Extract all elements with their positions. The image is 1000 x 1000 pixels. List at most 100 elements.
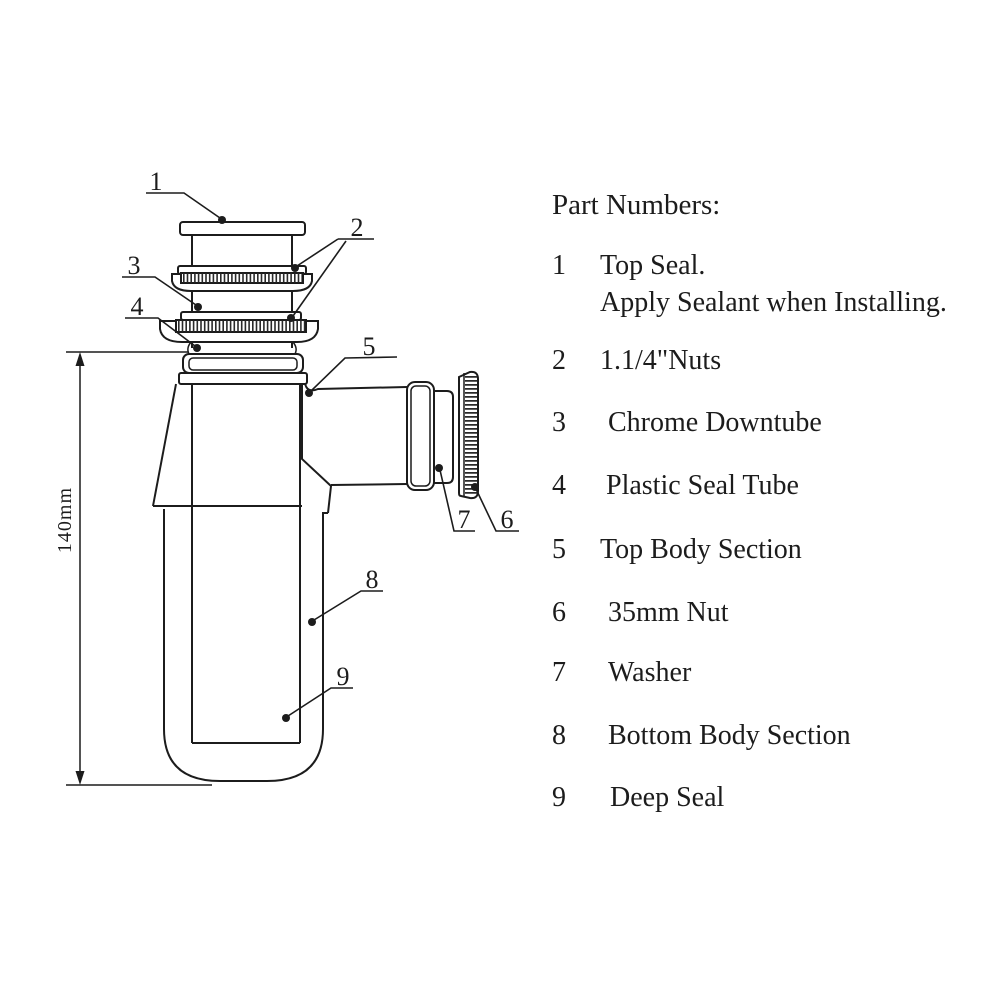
callout-2-leader-lower [292,240,347,317]
part-number: 1 [552,250,566,281]
part-label: Top Seal. Apply Sealant when Installing. [600,247,947,321]
callout-5-leader [310,356,398,392]
part-label: Chrome Downtube [608,404,822,441]
callout-3-dot [194,303,202,311]
callout-7-dot [435,464,443,472]
dimension-arrow-up-icon [75,352,85,366]
top-body-right-edge [301,384,333,514]
part-number: 8 [552,720,566,751]
callout-1-leader [146,192,221,219]
callout-7: 7 [435,464,475,534]
part-number: 2 [552,345,566,376]
part-label: Bottom Body Section [608,717,851,754]
part-label: Deep Seal [610,779,724,816]
part-number: 6 [552,597,566,628]
callout-6-leader [475,488,519,532]
part-number: 4 [552,470,566,501]
callout-2-number: 2 [351,213,364,242]
part-row-2: 2 1.1/4"Nuts [552,342,721,379]
callout-6-dot [471,483,479,491]
part-row-8: 8 Bottom Body Section [552,717,851,754]
part-number: 9 [552,782,566,813]
part-row-9: 9 Deep Seal [552,779,724,816]
callout-9-number: 9 [337,662,350,691]
dimension-140mm: 140mm [54,351,212,786]
outlet-top-line [304,382,408,392]
callout-8-number: 8 [366,565,379,594]
outlet-ring-inner [410,385,431,487]
part-label-text: 35mm Nut [608,597,729,628]
callout-8-dot [308,618,316,626]
part-label-text: Bottom Body Section [608,720,851,751]
callout-4-leader [125,317,196,347]
part-label-text: Plastic Seal Tube [606,470,799,501]
callout-4-number: 4 [131,292,144,321]
callout-4-dot [193,344,201,352]
part-note: Apply Sealant when Installing. [600,287,947,318]
part-label: 1.1/4"Nuts [600,342,721,379]
body-collar [178,353,308,385]
part-row-1: 1 Top Seal. Apply Sealant when Installing. [552,247,947,321]
nut-lower [159,311,319,343]
callout-3-leader [122,276,197,306]
outlet-fittings [406,370,479,500]
parts-list-title: Part Numbers: [552,189,721,221]
callout-9: 9 [282,662,353,722]
washer [433,390,454,484]
nut-35mm-outline [458,370,479,500]
callout-2-dot-upper [291,264,299,272]
top-body-left-edge [152,383,177,507]
part-row-5: 5 Top Body Section [552,531,802,568]
deep-seal-tube [191,384,301,744]
callout-7-number: 7 [458,505,471,534]
callout-1-dot [218,216,226,224]
callout-2-leader-upper [296,238,339,267]
callout-9-leader [287,687,353,717]
dimension-arrow-down-icon [75,771,85,785]
callout-8-leader [313,590,383,621]
callout-5: 5 [305,332,398,397]
part-row-7: 7 Washer [552,654,691,691]
callout-1-number: 1 [150,167,163,196]
part-label-text: 1.1/4"Nuts [600,345,722,376]
part-row-4: 4 Plastic Seal Tube [552,467,799,504]
callout-7-leader [439,469,475,532]
part-number: 7 [552,657,566,688]
top-seal-flange [179,221,306,236]
callout-4: 4 [125,292,201,352]
part-label: Plastic Seal Tube [606,467,799,504]
callout-2-dot-lower [287,314,295,322]
part-number: 5 [552,534,566,565]
part-row-3: 3 Chrome Downtube [552,404,822,441]
collar-band [178,372,308,385]
bottom-body-outline [163,509,328,782]
callout-8: 8 [308,565,383,626]
part-label: 35mm Nut [608,594,729,631]
part-label: Washer [608,654,691,691]
callout-5-number: 5 [363,332,376,361]
nut-lower-bar [180,311,302,321]
callout-6: 6 [471,483,519,534]
callout-3-number: 3 [128,251,141,280]
part-label-text: Washer [608,657,692,688]
nut-upper-knurl-band [180,272,304,284]
callout-2: 2 [287,213,374,322]
callout-6-number: 6 [501,505,514,534]
collar-inner [188,357,298,371]
callout-3: 3 [122,251,202,311]
part-label-text: Top Body Section [600,534,802,565]
part-label: Top Body Section [600,531,802,568]
part-label-text: Top Seal. [600,250,706,281]
part-row-6: 6 35mm Nut [552,594,729,631]
outlet-bottom-line [330,483,408,486]
part-label-text: Deep Seal [610,782,725,813]
part-label-text: Chrome Downtube [608,407,822,438]
callout-9-dot [282,714,290,722]
callout-1: 1 [146,167,226,224]
part-number: 3 [552,407,566,438]
nut-upper [171,265,313,292]
callout-5-dot [305,389,313,397]
dimension-label: 140mm [54,487,76,553]
